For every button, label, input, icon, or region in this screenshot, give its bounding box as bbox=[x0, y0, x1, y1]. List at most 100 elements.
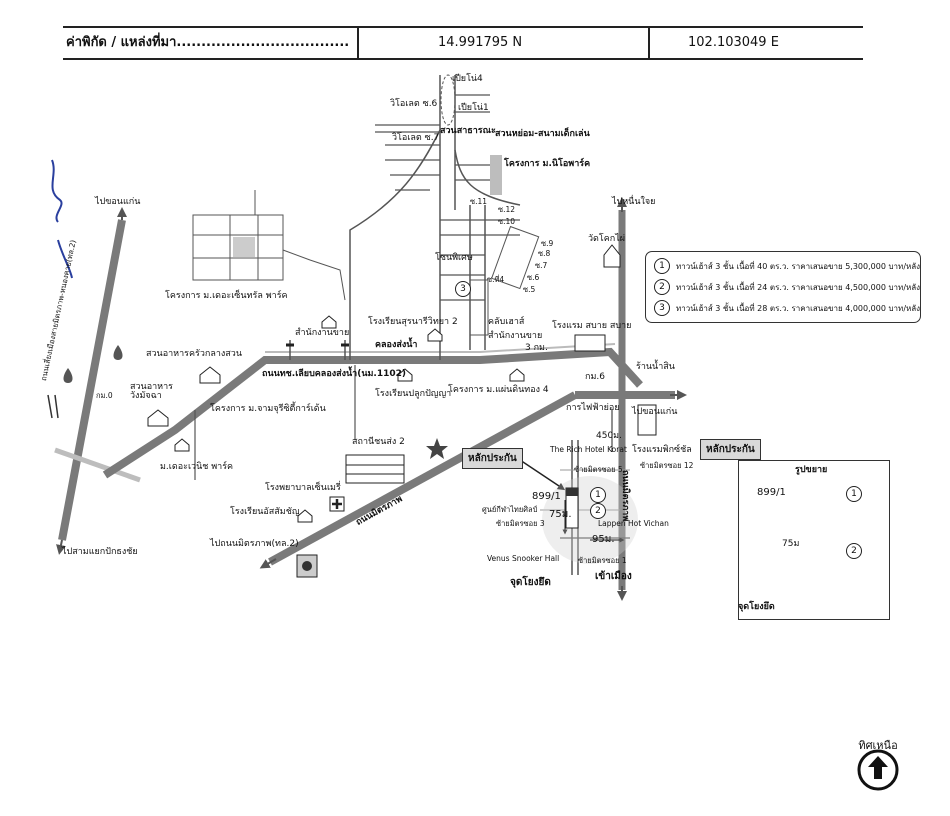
special-zone-label: โซนพิเศษ bbox=[435, 253, 473, 263]
playground-zone bbox=[490, 155, 502, 195]
header-divider bbox=[357, 28, 359, 58]
pakthongchai-label: ไปสามแยกปักธงชัย bbox=[62, 547, 138, 557]
pen-mark bbox=[47, 394, 59, 419]
canal-road-label: ถนนทช.เลียบคลองส่งน้ำ(นม.1102) bbox=[262, 369, 406, 379]
chamchuri-label: โครงการ ม.จามจุรีซิตี้การ์เด้น bbox=[210, 404, 326, 414]
legend-text: ทาวน์เฮ้าส์ 3 ชั้น เนื้อที่ 24 ตร.ว. ราค… bbox=[676, 282, 921, 292]
soi-12-label: ซ้ายมิตรซอย 12 bbox=[640, 461, 694, 470]
rich-hotel-label: The Rich Hotel Korat bbox=[550, 445, 627, 454]
saint-mary-hospital-label: โรงพยาบาลเซ็นเมรี่ bbox=[265, 483, 341, 493]
pluk-panya-school-label: โรงเรียนปลูกปัญญา bbox=[375, 389, 452, 399]
mittraphap-arrow bbox=[259, 558, 277, 569]
soi-9-label: ซ.9 bbox=[541, 239, 554, 248]
map-pointer bbox=[519, 459, 566, 491]
inset-marker-2: 2 bbox=[846, 543, 862, 559]
village-road bbox=[454, 149, 521, 206]
latitude-value: 14.991795 N bbox=[438, 35, 523, 50]
village-grid bbox=[192, 214, 284, 281]
violet-6-label: วิโอเลต ซ.6 bbox=[390, 99, 438, 109]
soi-8-label: ซ.8 bbox=[538, 249, 551, 258]
house-icon bbox=[174, 438, 190, 452]
inset-title: รูปขยาย bbox=[795, 465, 828, 475]
temple-icon bbox=[603, 244, 621, 268]
drop-icon bbox=[63, 368, 73, 383]
legend-number: 2 bbox=[654, 279, 670, 295]
side-road bbox=[54, 447, 141, 483]
station-building bbox=[345, 454, 405, 484]
km0-label: กม.0 bbox=[96, 391, 113, 400]
wangmutcha-label: สวนอาหาร วังมัจฉา bbox=[130, 382, 173, 401]
price-legend: 1 ทาวน์เฮ้าส์ 3 ชั้น เนื้อที่ 40 ตร.ว. ร… bbox=[645, 251, 921, 323]
to-nong-khai-label: ไปหนื่นใจย bbox=[612, 197, 656, 207]
soi-3-label: ซ้ายมิตรซอย 3 bbox=[496, 519, 545, 528]
distance-450m: 450ม. bbox=[596, 431, 622, 441]
coordinate-label: ค่าพิกัด / แหล่งที่มา...................… bbox=[66, 35, 350, 50]
drop-icon bbox=[113, 345, 123, 360]
north-indicator: ทิศเหนือ bbox=[853, 736, 903, 754]
central-park-label: โครงการ ม.เดอะเซ็นทรัล พาร์ค bbox=[165, 291, 288, 301]
violet-7-label: วิโอเลต ซ.7 bbox=[392, 133, 440, 143]
legend-text: ทาวน์เฮ้าส์ 3 ชั้น เนื้อที่ 28 ตร.ว. ราค… bbox=[676, 303, 921, 313]
inset-marker-1: 1 bbox=[846, 486, 862, 502]
pix-hotel-label: โรงแรมพิกซ์ชัล bbox=[632, 445, 692, 455]
mittraphap-vertical-label: ถนนมิตรภาพ bbox=[620, 470, 630, 522]
substation-label: การไฟฟ้าย่อย bbox=[566, 403, 620, 413]
soi-12b-label: ซ.12 bbox=[498, 205, 516, 214]
thai-sports-center-label: ศูนย์กีฬาไทยศิลป์ bbox=[482, 505, 538, 514]
unit-marker-1: 1 bbox=[590, 487, 606, 503]
bypass-highway bbox=[58, 219, 126, 541]
inset-distance: 75ม bbox=[782, 539, 800, 549]
pen-mark bbox=[51, 159, 73, 279]
hotel-building bbox=[574, 334, 606, 352]
assumption-school-label: โรงเรียนอัสสัมชัญ bbox=[230, 507, 300, 517]
to-mittraphap-label: ไปถนนมิตรภาพ(ทล.2) bbox=[210, 539, 299, 549]
three-km-label: 3 กม. bbox=[525, 343, 548, 353]
legend-text: ทาวน์เฮ้าส์ 3 ชั้น เนื้อที่ 40 ตร.ว. ราค… bbox=[676, 261, 921, 271]
north-arrow-icon bbox=[868, 756, 888, 779]
ran-nam-sin-label: ร้านน้ำสิน bbox=[636, 362, 675, 372]
star-icon bbox=[426, 438, 448, 459]
canal-road bbox=[102, 347, 643, 479]
krua-klang-suan-label: สวนอาหารครัวกลางสวน bbox=[146, 349, 242, 359]
suranari-school-label: โรงเรียนสุรนารีวิทยา 2 bbox=[368, 317, 458, 327]
wat-kok-phai-label: วัดโคกไผ่ bbox=[588, 234, 626, 244]
piano-4-label: เปียโน่4 bbox=[452, 74, 483, 84]
public-park-label: สวนสาธารณะ bbox=[440, 126, 496, 136]
collateral-block-hatch bbox=[566, 488, 578, 496]
house-icon bbox=[199, 366, 221, 384]
house-icon bbox=[321, 315, 337, 329]
legend-row: 1 ทาวน์เฮ้าส์ 3 ชั้น เนื้อที่ 40 ตร.ว. ร… bbox=[654, 258, 920, 274]
soi-6-label: ซ.6 bbox=[527, 273, 540, 282]
playground-label: สวนหย่อม-สนามเด็กเล่น bbox=[495, 129, 590, 139]
legend-number: 1 bbox=[654, 258, 670, 274]
sales-office-2-label: สำนักงานขาย bbox=[488, 331, 543, 341]
anchor-point-label: จุดโยงยึด bbox=[510, 577, 551, 588]
legend-row: 3 ทาวน์เฮ้าส์ 3 ชั้น เนื้อที่ 28 ตร.ว. ร… bbox=[654, 300, 920, 316]
the-venice-park-label: ม.เดอะเวนิช พาร์ค bbox=[160, 462, 234, 472]
soi-1-label: ซ้ายมิตรซอย 1 bbox=[578, 556, 627, 565]
piano-1-label: เปียโน่1 bbox=[458, 103, 489, 113]
lappen-hotel-label: Lappen Hot Vichan bbox=[598, 519, 669, 528]
village-road bbox=[254, 190, 346, 301]
inset-collateral-tag: หลักประกัน bbox=[700, 439, 761, 460]
logo-icon bbox=[302, 561, 312, 571]
bypass-highway-marker bbox=[56, 539, 66, 555]
neo-park-label: โครงการ ม.นิโอพาร์ค bbox=[504, 159, 591, 169]
soi-4-label: ซ.ที่4 bbox=[487, 275, 505, 284]
soi-11-label: ซ.11 bbox=[470, 197, 488, 206]
canal bbox=[265, 343, 616, 353]
house-icon bbox=[147, 409, 169, 427]
house-icon bbox=[397, 368, 413, 382]
unit-marker-2: 2 bbox=[590, 503, 606, 519]
sabai-hotel-label: โรงแรม สบาย สบาย bbox=[552, 321, 632, 331]
distance-95m: 95ม. bbox=[592, 534, 615, 545]
phaen-din-thong-label: โครงการ ม.แผ่นดินทอง 4 bbox=[448, 385, 549, 395]
housing-rows bbox=[469, 279, 489, 336]
legend-row: 2 ทาวน์เฮ้าส์ 3 ชั้น เนื้อที่ 24 ตร.ว. ร… bbox=[654, 279, 920, 295]
soi-5-label: ซ้ายมิตรซอย 5 bbox=[574, 465, 623, 474]
to-khonkaen-right: ไปขอนแก่น bbox=[632, 407, 678, 417]
house-icon bbox=[297, 509, 313, 523]
house-icon bbox=[427, 328, 443, 342]
km6-label: กม.6 bbox=[585, 372, 605, 382]
